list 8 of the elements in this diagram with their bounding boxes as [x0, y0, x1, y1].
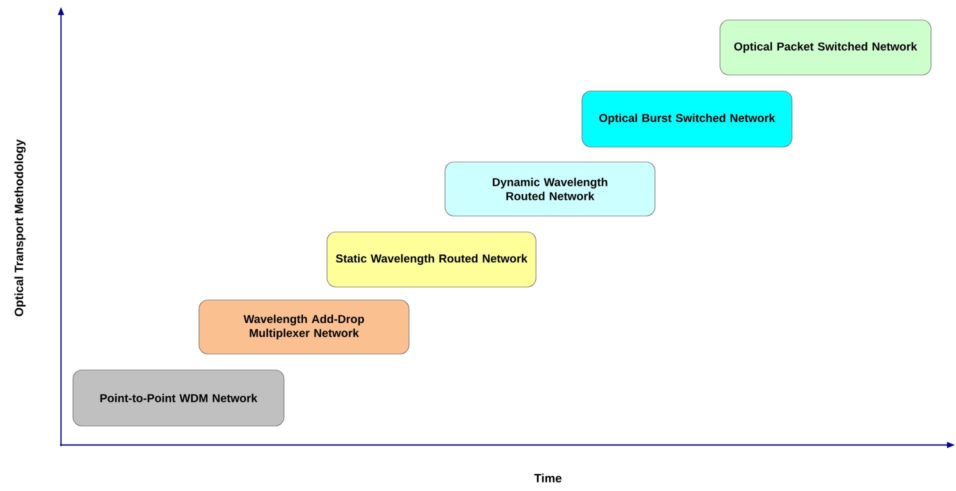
axis-label: Optical Transport Methodology	[14, 139, 26, 316]
stage-box: Optical Packet Switched Network	[720, 20, 932, 76]
stage-box: Wavelength Add-Drop Multiplexer Network	[198, 300, 410, 354]
axis-label: Time	[534, 474, 562, 482]
stage-box: Static Wavelength Routed Network	[326, 232, 536, 288]
stage-box: Optical Burst Switched Network	[582, 90, 792, 148]
stage-box: Point-to-Point WDM Network	[72, 370, 284, 426]
stage-box: Dynamic Wavelength Routed Network	[444, 162, 656, 216]
